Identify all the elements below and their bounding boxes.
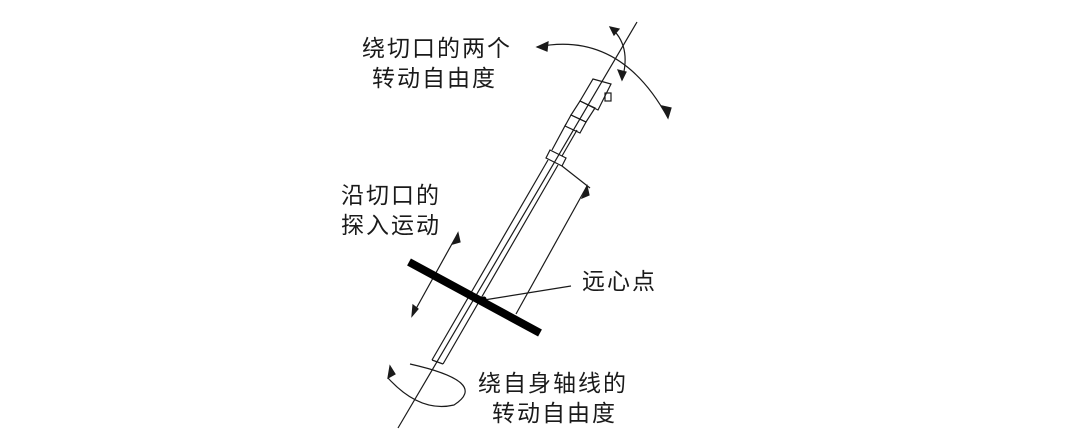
remote-center-point [481, 296, 487, 302]
instrument-shaft [431, 159, 559, 365]
label-insertion-motion: 沿切口的 探入运动 [341, 181, 441, 241]
instrument-upper-tube [551, 100, 596, 157]
label-line: 探入运动 [341, 213, 441, 239]
label-line: 远心点 [582, 269, 657, 295]
label-line: 绕自身轴线的 [478, 371, 628, 397]
instrument-housing [579, 78, 612, 111]
axial-rotation-ellipse [387, 363, 466, 408]
label-line: 转动自由度 [372, 66, 497, 92]
rotation-arc-arrows [535, 26, 672, 120]
label-line: 转动自由度 [492, 401, 617, 427]
incision-wall [407, 258, 542, 337]
label-remote-center: 远心点 [582, 267, 657, 297]
label-line: 绕切口的两个 [362, 36, 512, 62]
dimension-line [515, 165, 591, 315]
label-axial-rotation: 绕自身轴线的 转动自由度 [478, 369, 628, 429]
instrument-axis-line [397, 21, 638, 429]
label-line: 沿切口的 [341, 183, 441, 209]
shaft-collar [545, 149, 567, 167]
remote-center-leader [483, 285, 572, 301]
label-incision-rotation: 绕切口的两个 转动自由度 [362, 34, 512, 94]
